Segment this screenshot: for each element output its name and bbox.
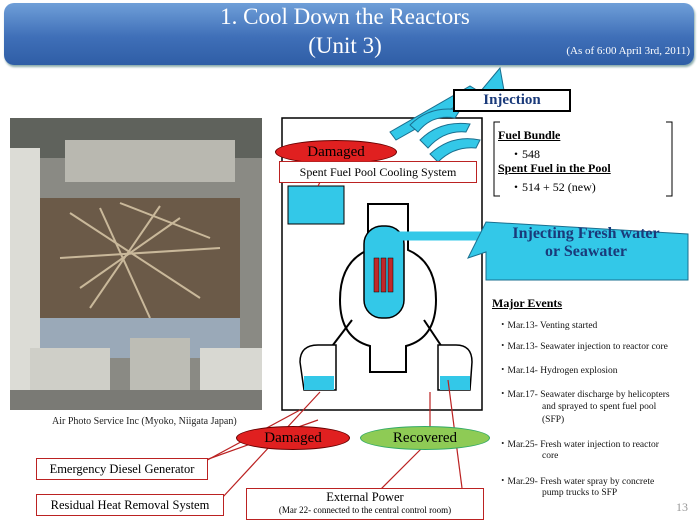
fuel-info-box: Fuel Bundle ・548 Spent Fuel in the Pool … [492,120,674,198]
external-power-label: External Power [326,490,404,504]
fuel-bundle-value: ・548 [510,147,541,161]
as-of-date: (As of 6:00 April 3rd, 2011) [566,45,690,57]
event-item: (SFP) [542,415,565,425]
page-subtitle: (Unit 3) [308,33,382,58]
injecting-line2: or Seawater [545,243,627,260]
reactor-building-outline [281,117,483,411]
diesel-generator-label: Emergency Diesel Generator [36,458,208,480]
external-power-note: (Mar 22- connected to the central contro… [278,505,452,515]
page-title: 1. Cool Down the Reactors [220,4,470,29]
injection-arrows [389,66,506,163]
fuel-rods [373,257,394,293]
injection-label: Injection [453,89,571,112]
fuel-bundle-title: Fuel Bundle [498,128,561,142]
major-events-title: Major Events [492,296,563,310]
event-item: ・Mar.14- Hydrogen explosion [498,366,618,376]
photo-credit: Air Photo Service Inc (Myoko, Niigata Ja… [52,416,237,427]
injecting-arrow [467,221,689,281]
event-item: ・Mar.17- Seawater discharge by helicopte… [498,390,670,400]
spent-fuel-cooling-label: Spent Fuel Pool Cooling System [279,161,477,183]
injecting-line1: Injecting Fresh water [512,225,660,242]
injecting-label: Injecting Fresh water or Seawater [486,225,686,261]
spent-fuel-pool [287,185,345,225]
page-number: 13 [676,500,688,514]
event-item: core [542,451,559,461]
event-item: and sprayed to spent fuel pool [542,402,657,412]
event-item: ・Mar.13- Seawater injection to reactor c… [498,342,668,352]
event-item: ・Mar.29- Fresh water spray by concrete [498,477,655,487]
recovered-oval: Recovered [360,426,490,450]
spent-fuel-value: ・514 + 52 (new) [510,180,596,194]
title-banner [4,3,694,65]
suppression-chambers [299,319,473,391]
external-power-box: External Power (Mar 22- connected to the… [246,488,484,520]
residual-heat-label: Residual Heat Removal System [36,494,224,516]
event-item: ・Mar.25- Fresh water injection to reacto… [498,440,659,450]
event-item: ・Mar.13- Venting started [498,321,598,331]
event-item: pump trucks to SFP [542,488,618,498]
damaged-oval-bottom: Damaged [236,426,350,450]
aerial-photo [10,118,262,410]
spent-fuel-title: Spent Fuel in the Pool [498,161,611,175]
